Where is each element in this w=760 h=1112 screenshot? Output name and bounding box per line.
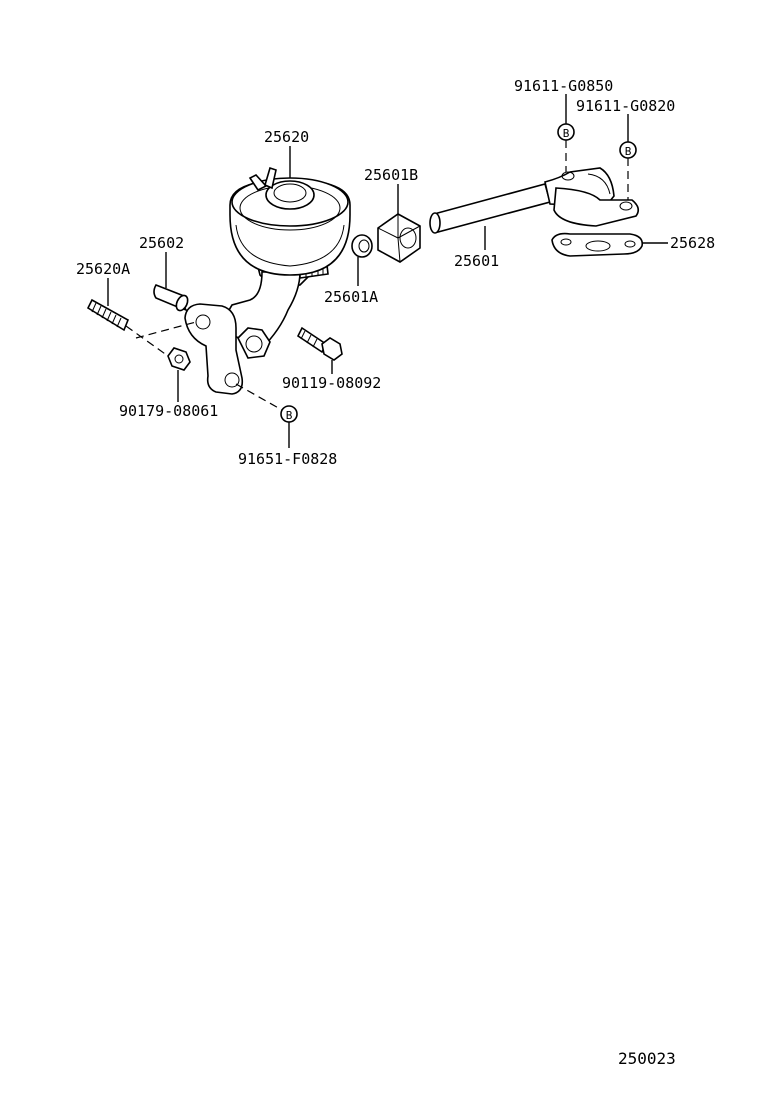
- stud-25620A-part: [86, 298, 130, 332]
- b-marker-91651-F0828: B: [280, 405, 298, 423]
- diagram-id: 250023: [618, 1049, 676, 1068]
- label-91651-F0828: 91651-F0828: [238, 450, 337, 468]
- label-91611-G0820: 91611-G0820: [576, 97, 675, 115]
- label-91611-G0850: 91611-G0850: [514, 77, 613, 95]
- nut-25601B-part: [377, 213, 421, 263]
- nut-90179-part: [167, 347, 191, 371]
- egr-pipe-25601-part: [429, 167, 640, 234]
- label-90179-08061: 90179-08061: [119, 402, 218, 420]
- egr-valve-part: [184, 166, 351, 395]
- label-25602: 25602: [139, 234, 184, 252]
- b-marker-91611-G0820: B: [619, 141, 637, 159]
- label-25620A: 25620A: [76, 260, 130, 278]
- leader-lines: [107, 94, 668, 448]
- svg-text:B: B: [563, 127, 570, 140]
- label-25601: 25601: [454, 252, 499, 270]
- label-25620: 25620: [264, 128, 309, 146]
- label-90119-08092: 90119-08092: [282, 374, 381, 392]
- gasket-25628-part: [551, 232, 644, 257]
- label-25601A: 25601A: [324, 288, 378, 306]
- bolt-90119-part: [296, 326, 343, 361]
- gasket-25602-part: [153, 284, 189, 312]
- svg-text:B: B: [625, 145, 632, 158]
- ring-25601A-part: [351, 234, 373, 258]
- label-25601B: 25601B: [364, 166, 418, 184]
- svg-text:B: B: [286, 409, 293, 422]
- b-marker-91611-G0850: B: [557, 123, 575, 141]
- label-25628: 25628: [670, 234, 715, 252]
